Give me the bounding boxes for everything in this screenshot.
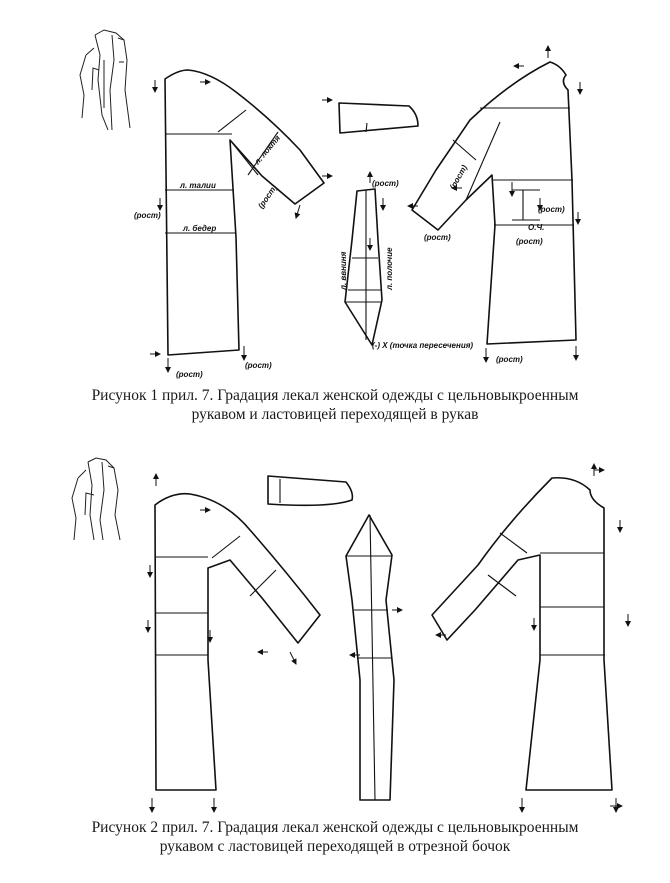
fig1-rost-right-sleeve2: (рост) [448,163,469,191]
fig1-half-line-label: л. полочие [385,247,394,291]
figure2-caption-line1: Рисунок 2 прил. 7. Градация лекал женско… [91,819,579,836]
fig1-left-piece: л. талии л. бедер л. локтя (рост) (рост)… [134,69,333,379]
figure1-caption: Рисунок 1 прил. 7. Градация лекал женско… [0,386,670,424]
fig1-center-gusset: (рост) л. ввниня л. полочие (-) X (точка… [339,171,473,350]
fig1-rost-right-low: (рост) [516,237,543,246]
fig1-rost-right-mid: (рост) [538,205,565,214]
fig1-ogh-label: О.Ч. [528,223,544,232]
fig1-hip-label: л. бедер [182,224,216,233]
fig1-rost-left: (рост) [134,211,161,220]
fig1-crossing-label: (-) X (точка пересечения) [372,341,473,350]
figure1: л. талии л. бедер л. локтя (рост) (рост)… [79,29,583,379]
fig1-elbow-label: л. локтя [252,133,282,167]
fig1-waist-label: л. талии [179,181,216,190]
fig2-garment-sketch [71,457,121,541]
fig2-center-gusset [345,514,403,801]
fig2-left-piece [145,473,321,813]
figure2 [71,457,631,813]
fig2-top-detail [267,475,354,507]
figure2-caption-line2: рукавом с ластовицей переходящей в отрез… [159,838,511,855]
figure1-caption-line1: Рисунок 1 прил. 7. Градация лекал женско… [91,387,579,404]
fig1-rost-bottom-right: (рост) [245,361,272,370]
fig1-rost-sleeve: (рост) [256,183,279,210]
fig2-right-piece [431,463,631,813]
fig1-front-line-label: л. ввниня [339,251,348,291]
figure1-caption-line2: рукавом и ластовицей переходящей в рукав [191,406,479,423]
fig1-rost-right-bottom: (рост) [496,355,523,364]
fig1-right-piece: (рост) (рост) (рост) (рост) О.Ч. (рост) [407,45,583,364]
fig1-rost-gusset: (рост) [372,179,399,188]
fig1-garment-sketch [79,29,131,131]
fig1-rost-right-sleeve: (рост) [424,233,451,242]
fig1-rost-bottom-left: (рост) [176,370,203,379]
fig1-top-detail [322,97,419,134]
figure2-caption: Рисунок 2 прил. 7. Градация лекал женско… [0,818,670,856]
